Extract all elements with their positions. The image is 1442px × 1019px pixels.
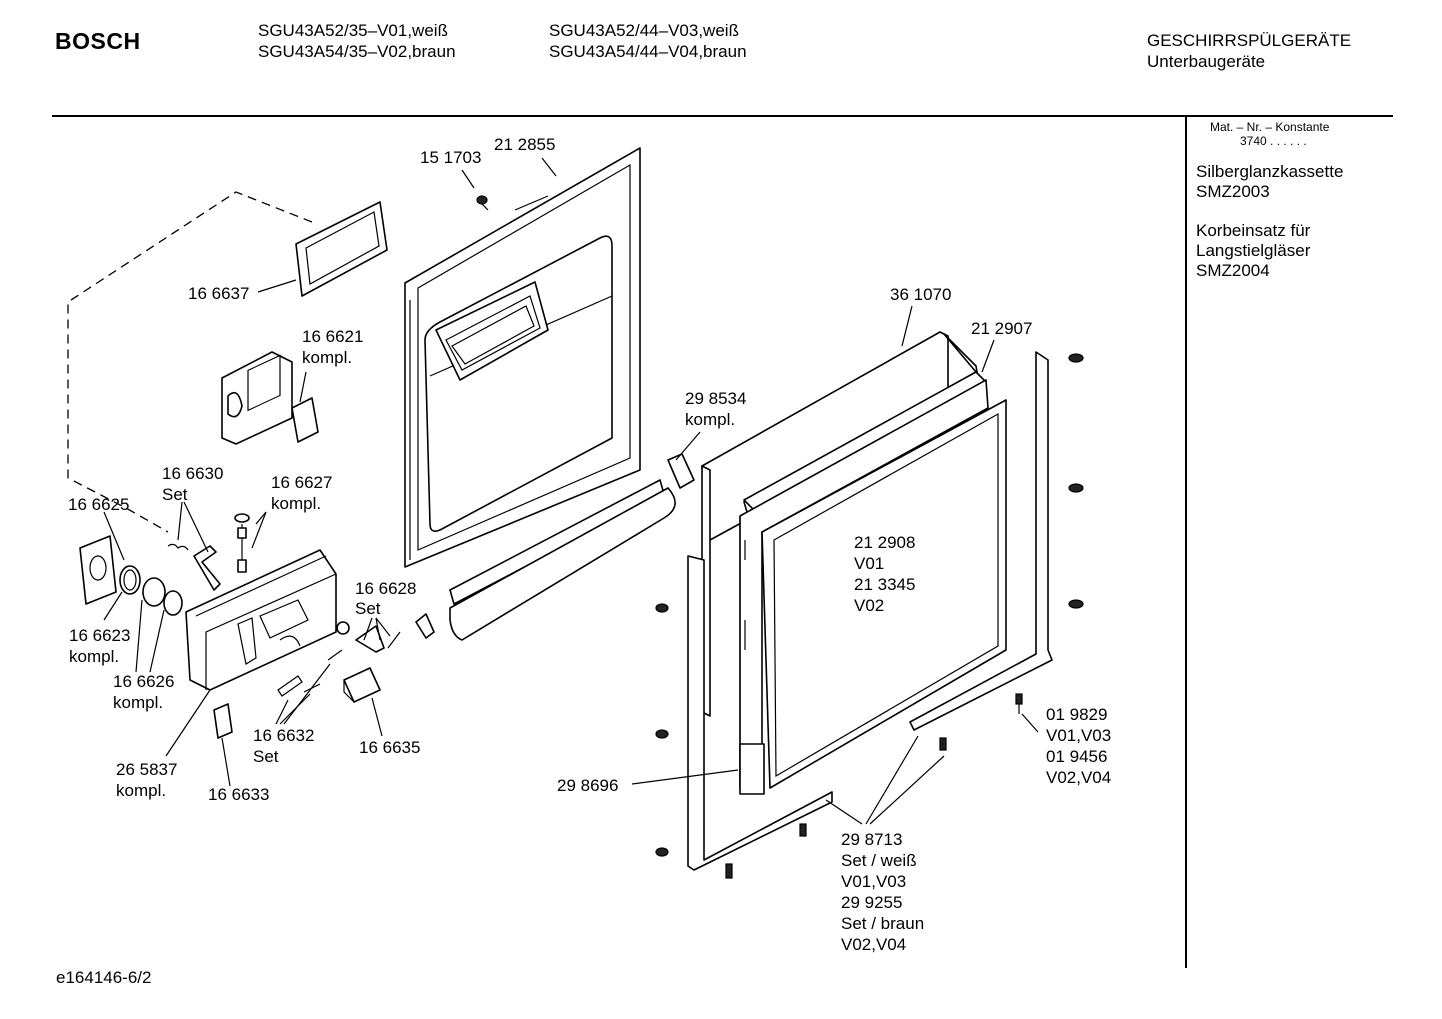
bracket-16-6621 — [221, 351, 319, 445]
spring-16-6632-c — [327, 649, 343, 661]
part-label-21-2855: 21 2855 — [494, 135, 556, 154]
clip-16-6633 — [213, 703, 233, 739]
model-line-2: SGU43A54/35–V02,braun — [258, 42, 456, 61]
screw-bottom-3 — [939, 737, 947, 751]
category-title: GESCHIRRSPÜLGERÄTE — [1147, 31, 1352, 50]
screw-left-3 — [655, 847, 669, 857]
trim-strip — [449, 453, 695, 641]
part-label-16-6635: 16 6635 — [359, 738, 421, 757]
part-label-16-6628-set: Set — [355, 599, 381, 618]
pin-16-6627 — [234, 513, 250, 573]
brand-logo: BOSCH — [55, 28, 141, 54]
part-label-21-3345: 21 3345 — [854, 575, 916, 594]
part-label-16-6621: 16 6621 — [302, 327, 364, 346]
part-label-01-9829-variant: V01,V03 — [1046, 726, 1112, 745]
part-label-16-6633: 16 6633 — [208, 785, 270, 804]
screw-right-3 — [1068, 599, 1084, 609]
accessory-2-line-3: SMZ2004 — [1196, 261, 1270, 280]
part-label-16-6627: 16 6627 — [271, 473, 333, 492]
part-label-29-9255: 29 9255 — [841, 893, 903, 912]
set-16-6628 — [336, 613, 435, 653]
part-label-16-6621-kompl: kompl. — [302, 348, 353, 367]
screw-right-1 — [1068, 353, 1084, 363]
door-frame-channel — [687, 351, 1053, 871]
drawing-id: e164146-6/2 — [56, 968, 152, 987]
part-label-16-6623-kompl: kompl. — [69, 647, 120, 666]
part-label-16-6637: 16 6637 — [188, 284, 250, 303]
part-label-29-8713-set: Set / weiß — [841, 851, 917, 870]
seal-frame-16-6637 — [295, 201, 388, 297]
accessory-2-line-1: Korbeinsatz für — [1196, 221, 1311, 240]
part-label-15-1703: 15 1703 — [420, 148, 482, 167]
part-label-01-9829: 01 9829 — [1046, 705, 1108, 724]
part-label-29-8534: 29 8534 — [685, 389, 747, 408]
accessory-1-line-1: Silberglanzkassette — [1196, 162, 1344, 181]
part-label-29-8696: 29 8696 — [557, 776, 619, 795]
part-label-16-6625: 16 6625 — [68, 495, 130, 514]
part-label-01-9456-variant: V02,V04 — [1046, 768, 1112, 787]
part-label-36-1070: 36 1070 — [890, 285, 952, 304]
part-label-16-6626-kompl: kompl. — [113, 693, 164, 712]
accessory-2-line-2: Langstielgläser — [1196, 241, 1311, 260]
dispenser-housing — [185, 549, 337, 691]
part-label-21-3345-v02: V02 — [854, 596, 885, 615]
screw-01-9829 — [1015, 693, 1023, 714]
part-label-29-9255-set: Set / braun — [841, 914, 925, 933]
part-label-29-8713-variant: V01,V03 — [841, 872, 907, 891]
subcategory-title: Unterbaugeräte — [1147, 52, 1266, 71]
spring-16-6630 — [167, 543, 189, 551]
model-line-1: SGU43A52/35–V01,weiß — [258, 21, 448, 40]
part-label-16-6630-set: Set — [162, 485, 188, 504]
screw-bottom-2 — [725, 863, 733, 879]
part-label-16-6627-kompl: kompl. — [271, 494, 322, 513]
part-label-26-5837: 26 5837 — [116, 760, 178, 779]
part-label-16-6632: 16 6632 — [253, 726, 315, 745]
part-label-29-8534-kompl: kompl. — [685, 410, 736, 429]
part-label-16-6630: 16 6630 — [162, 464, 224, 483]
model-line-3: SGU43A52/44–V03,weiß — [549, 21, 739, 40]
part-label-16-6623: 16 6623 — [69, 626, 131, 645]
ring-16-6623 — [119, 565, 141, 595]
dispenser-cover-16-6625 — [79, 535, 117, 605]
assembly-dash-line — [67, 191, 313, 533]
screw-left-1 — [655, 603, 669, 613]
lever-16-6630 — [193, 545, 221, 591]
part-label-21-2907: 21 2907 — [971, 319, 1033, 338]
part-label-01-9456: 01 9456 — [1046, 747, 1108, 766]
part-label-21-2908: 21 2908 — [854, 533, 916, 552]
leader-lines — [103, 157, 1039, 825]
spring-16-6632-a — [277, 675, 303, 697]
part-label-21-2908-v01: V01 — [854, 554, 885, 573]
part-label-29-9255-variant: V02,V04 — [841, 935, 907, 954]
part-label-16-6628: 16 6628 — [355, 579, 417, 598]
model-line-4: SGU43A54/44–V04,braun — [549, 42, 747, 61]
part-label-29-8713: 29 8713 — [841, 830, 903, 849]
part-label-26-5837-kompl: kompl. — [116, 781, 167, 800]
screw-bottom-1 — [799, 823, 807, 837]
matnr-label: Mat. – Nr. – Konstante — [1210, 120, 1330, 134]
inner-door-panel — [404, 147, 641, 568]
part-label-16-6632-set: Set — [253, 747, 279, 766]
screw-right-2 — [1068, 483, 1084, 493]
solenoid-16-6635 — [343, 667, 381, 703]
accessory-1-line-2: SMZ2003 — [1196, 182, 1270, 201]
matnr-value: 3740 . . . . . . — [1240, 134, 1307, 148]
part-label-16-6626: 16 6626 — [113, 672, 175, 691]
screw-15-1703 — [476, 195, 489, 211]
cap-16-6626 — [142, 577, 166, 607]
screw-left-2 — [655, 729, 669, 739]
